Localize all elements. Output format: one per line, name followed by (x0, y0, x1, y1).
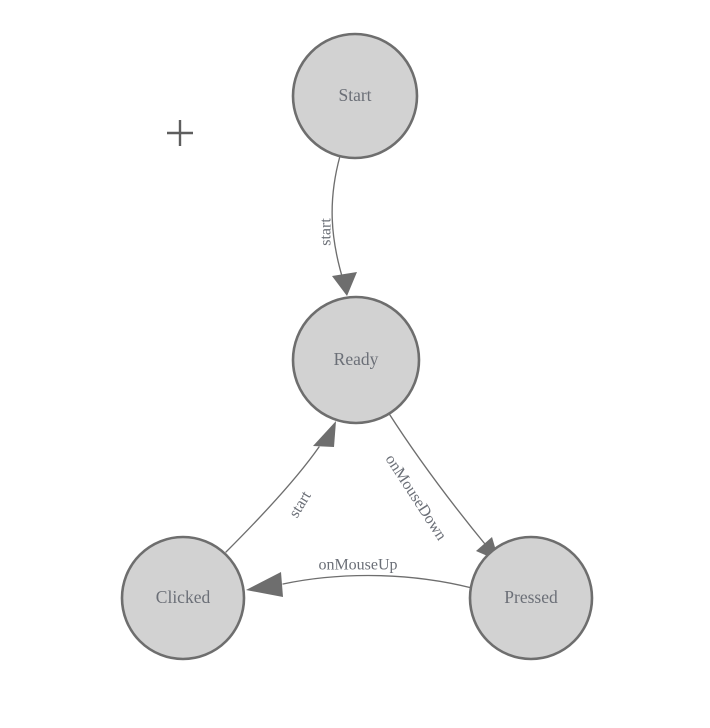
node-ready-label: Ready (334, 349, 379, 369)
edge-label-start-to-ready: start (318, 218, 335, 246)
node-pressed[interactable]: Pressed (468, 535, 594, 661)
node-ready[interactable]: Ready (291, 295, 421, 425)
node-clicked-circle[interactable] (120, 535, 246, 661)
edge-label-ready-to-pressed: onMouseDown (382, 452, 450, 544)
node-pressed-circle[interactable] (468, 535, 594, 661)
edge-pressed-to-clicked[interactable]: onMouseUp (246, 557, 473, 597)
node-start-label: Start (338, 85, 371, 105)
node-clicked[interactable]: Clicked (120, 535, 246, 661)
edge-pressed-to-clicked-path (282, 574, 473, 589)
node-start[interactable]: Start (291, 32, 419, 160)
edge-label-clicked-to-ready: start (286, 488, 315, 521)
node-pressed-label: Pressed (504, 587, 558, 607)
edge-label-pressed-to-clicked: onMouseUp (318, 557, 397, 574)
node-start-circle[interactable] (291, 32, 419, 160)
edge-ready-to-pressed-path (387, 411, 490, 550)
node-ready-circle[interactable] (291, 295, 421, 425)
node-clicked-label: Clicked (156, 587, 211, 607)
edge-clicked-to-ready-arrowhead (313, 421, 336, 447)
crosshair-icon (167, 120, 193, 146)
edge-clicked-to-ready-path (225, 446, 320, 553)
edge-pressed-to-clicked-arrowhead (246, 572, 283, 597)
edge-start-to-ready[interactable]: start (318, 155, 357, 296)
edge-ready-to-pressed[interactable]: onMouseDown (382, 411, 499, 561)
edge-start-to-ready-path (331, 155, 345, 284)
edge-start-to-ready-arrowhead (332, 272, 357, 296)
edge-clicked-to-ready[interactable]: start (225, 421, 336, 553)
